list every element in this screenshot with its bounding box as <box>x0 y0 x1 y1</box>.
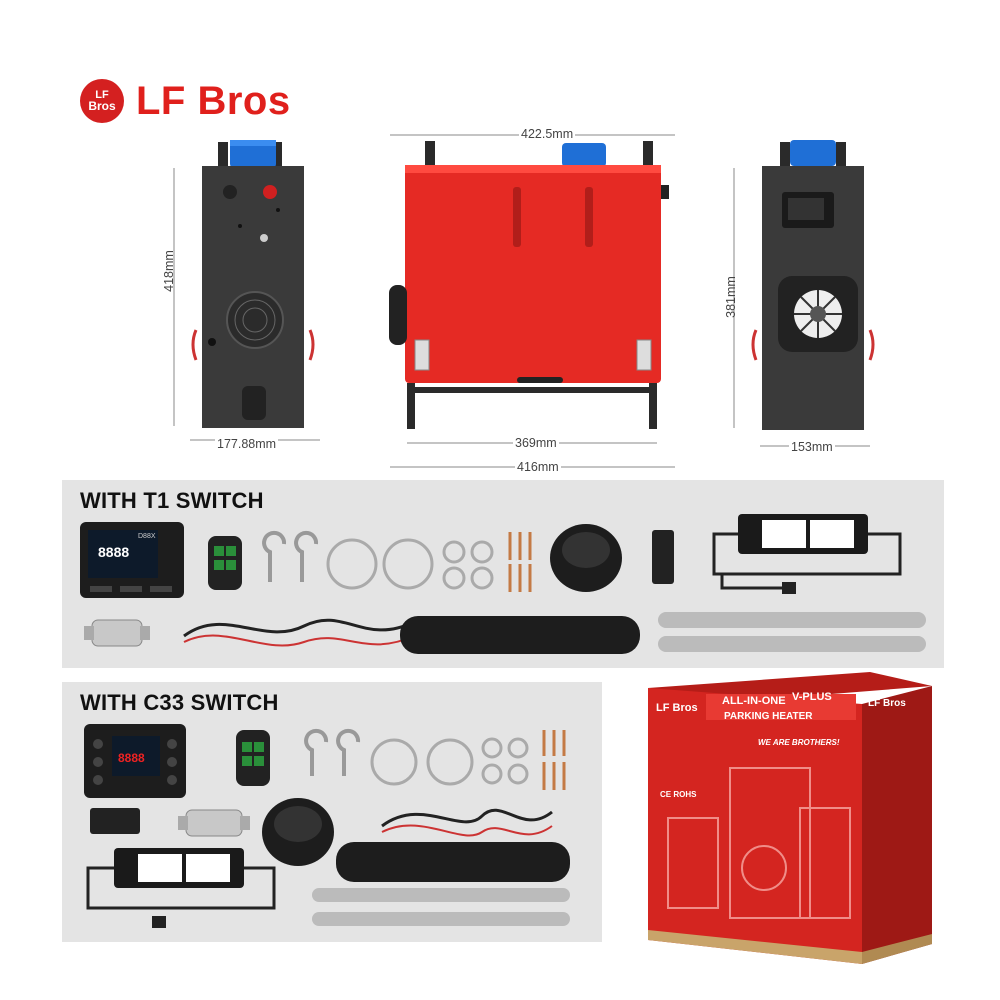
front-width-label: 177.88mm <box>215 437 279 451</box>
heater-back-view <box>733 140 875 447</box>
box-headline-left: ALL-IN-ONE <box>722 695 786 707</box>
heater-side-view <box>389 134 675 468</box>
box-side-brand: LF Bros <box>868 698 906 709</box>
heater-front-view <box>173 140 320 441</box>
brand-name: LF Bros <box>136 78 291 123</box>
side-inner-width-label: 369mm <box>513 436 559 450</box>
t1-kit-contents: 8888 D88X <box>80 514 926 654</box>
t1-kit-title: WITH T1 SWITCH <box>80 488 264 513</box>
box-certification-marks: CE ROHS <box>660 790 697 799</box>
front-height-label: 418mm <box>161 250 176 292</box>
back-height-label: 381mm <box>723 276 738 318</box>
t1-controller-digits: 8888 <box>98 544 129 560</box>
c33-kit-contents: 8888 <box>84 724 570 928</box>
c33-kit-title: WITH C33 SWITCH <box>80 690 279 715</box>
c33-controller-digits: 8888 <box>118 751 145 765</box>
box-subtitle: PARKING HEATER <box>724 711 813 722</box>
product-box <box>648 672 932 964</box>
t1-controller-label: D88X <box>138 533 156 540</box>
box-headline-right: V-PLUS <box>792 691 832 703</box>
side-outer-width-label: 416mm <box>515 460 561 474</box>
side-top-label: 422.5mm <box>519 127 576 141</box>
box-slogan: WE ARE BROTHERS! <box>758 738 840 747</box>
back-width-label: 153mm <box>789 440 835 454</box>
logo-mark-bottom: Bros <box>88 98 116 113</box>
box-brand: LF Bros <box>656 702 698 714</box>
brand-logo-mark: LF Bros <box>80 79 124 123</box>
logo-mark-top: LF <box>95 88 109 101</box>
brand-logo: LF Bros LF Bros <box>80 78 291 124</box>
